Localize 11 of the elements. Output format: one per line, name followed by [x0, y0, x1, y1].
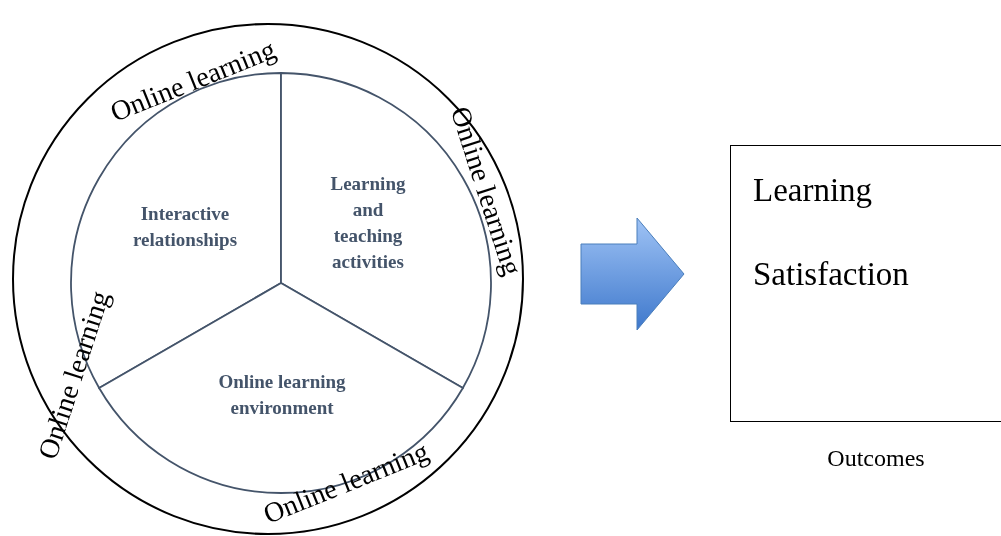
outcome-box [730, 145, 1001, 422]
ring-label: Online learning [443, 102, 529, 280]
outcome-label: Learning [753, 172, 873, 209]
outcome-label: Satisfaction [753, 256, 909, 293]
ring-label: Online learning [258, 435, 434, 531]
ring-label: Online learning [105, 33, 281, 129]
box-caption: Outcomes [827, 445, 925, 472]
block-arrow [580, 217, 685, 331]
sector-label: Interactive relationships [131, 202, 239, 252]
sector-label: Online learning environment [217, 370, 347, 420]
sector-label: Learning and teaching activities [329, 172, 407, 274]
